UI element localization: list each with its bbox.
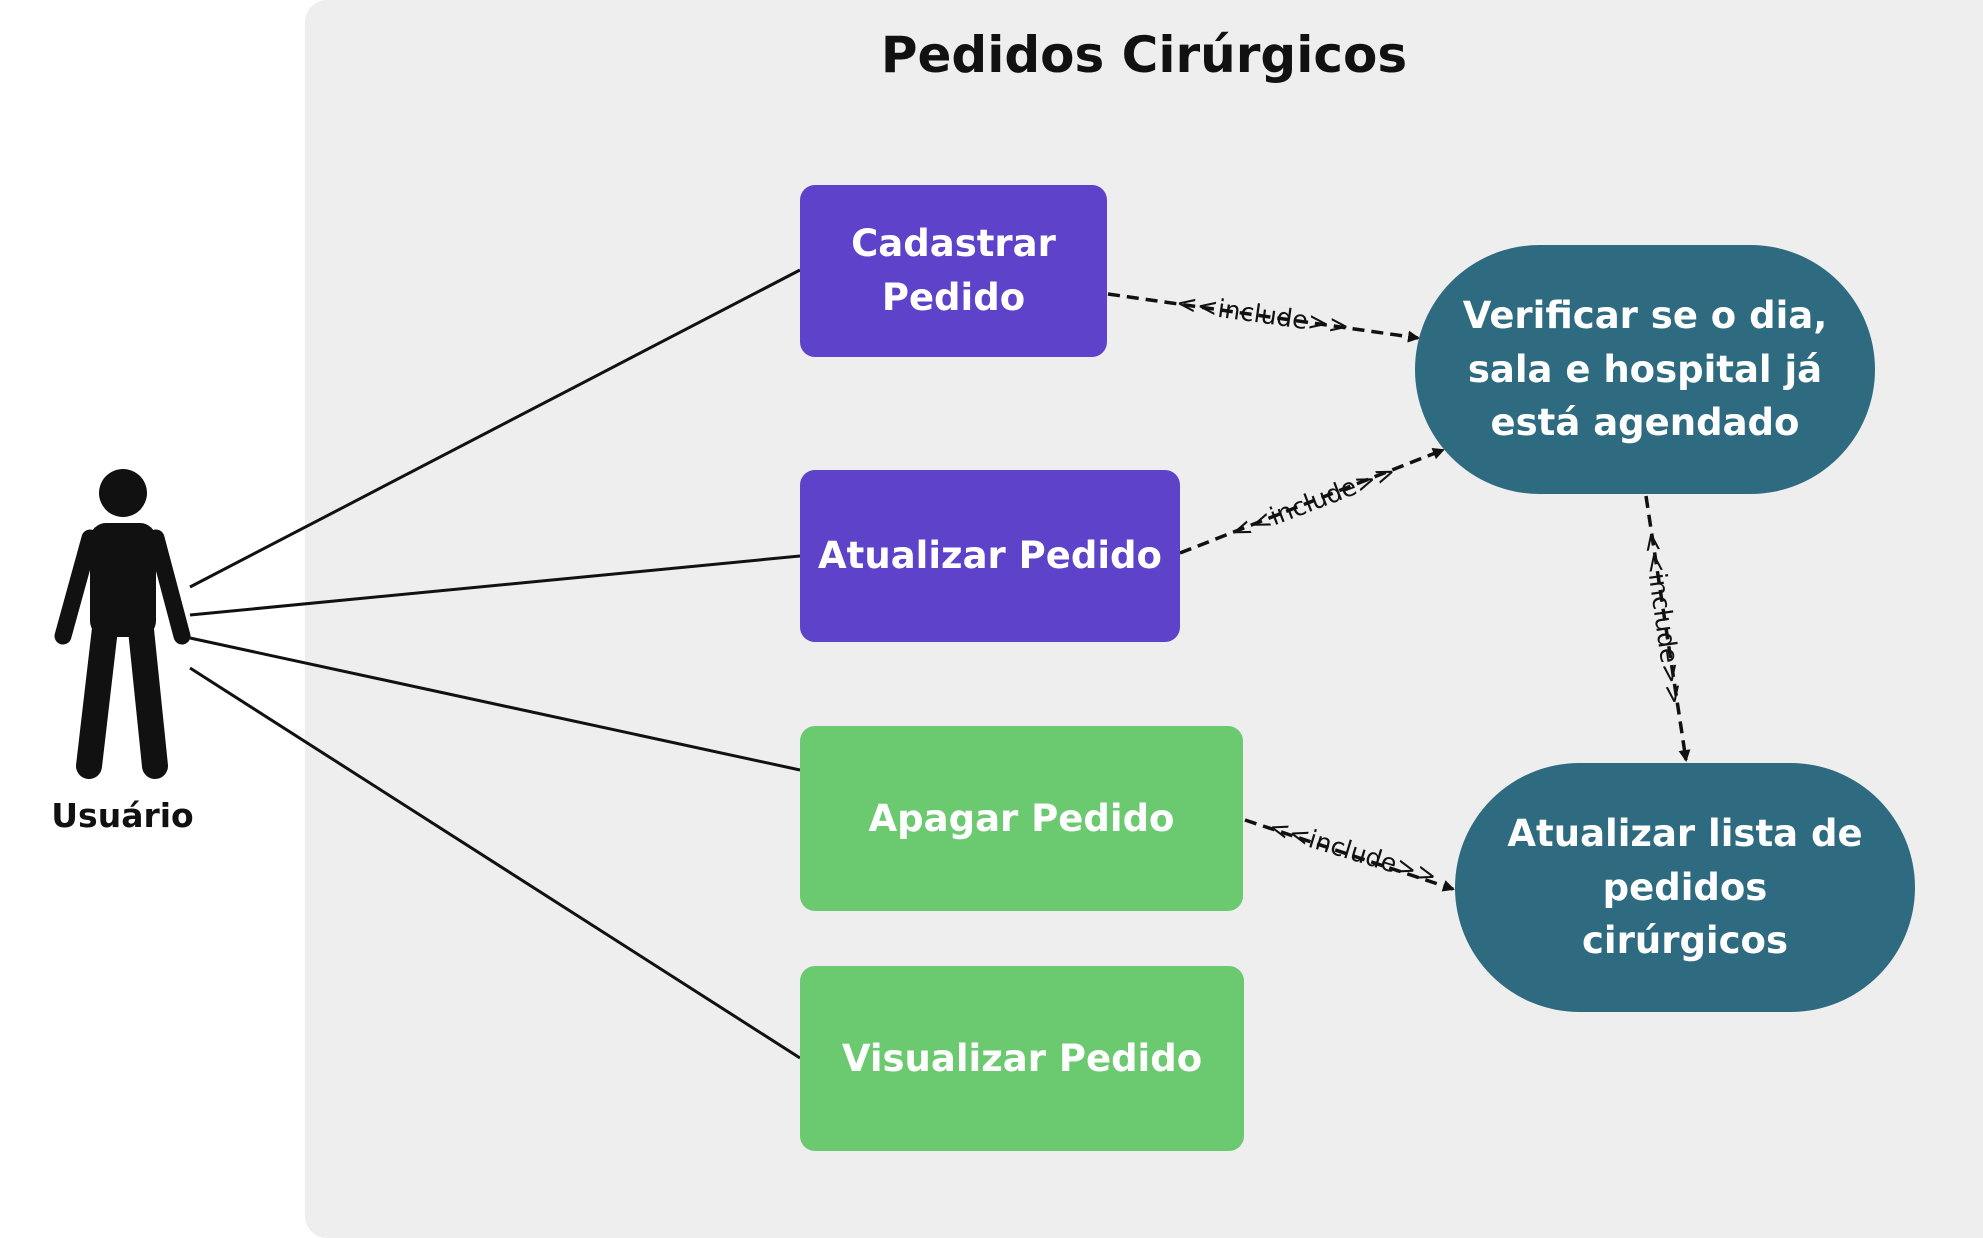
include-label-verificar: <<include>>	[1637, 530, 1690, 707]
use-case-visualizar-pedido: Visualizar Pedido	[800, 966, 1244, 1151]
association-atualizar	[189, 554, 801, 617]
include-arrow-verificar	[1644, 495, 1691, 762]
actor-left-leg	[76, 607, 119, 779]
include-label-atualizar: <<include>>	[1227, 457, 1400, 547]
include-arrow-cadastrar	[1107, 292, 1420, 343]
actor-right-arm	[147, 529, 191, 645]
use-case-apagar-pedido: Apagar Pedido	[800, 726, 1243, 911]
use-case-atualizar-lista: Atualizar lista de pedidos cirúrgicos	[1455, 763, 1915, 1012]
diagram-title: Pedidos Cirúrgicos	[880, 26, 1408, 84]
include-arrow-apagar	[1244, 818, 1455, 892]
use-case-atualizar-pedido: Atualizar Pedido	[800, 470, 1180, 642]
association-apagar	[189, 636, 801, 772]
actor-head	[99, 469, 147, 517]
include-arrow-atualizar	[1179, 448, 1445, 555]
include-label-apagar: <<include>>	[1265, 812, 1440, 891]
actor-label: Usuário	[51, 796, 194, 835]
actor-figure	[54, 469, 191, 779]
actor-right-leg	[127, 607, 168, 779]
use-case-verificar-agendamento: Verificar se o dia, sala e hospital já e…	[1415, 245, 1875, 494]
use-case-cadastrar-pedido: Cadastrar Pedido	[800, 185, 1107, 357]
association-visualizar	[189, 666, 801, 1060]
actor-left-arm	[54, 529, 99, 645]
association-cadastrar	[189, 268, 801, 589]
include-label-cadastrar: <<include>>	[1174, 288, 1351, 341]
